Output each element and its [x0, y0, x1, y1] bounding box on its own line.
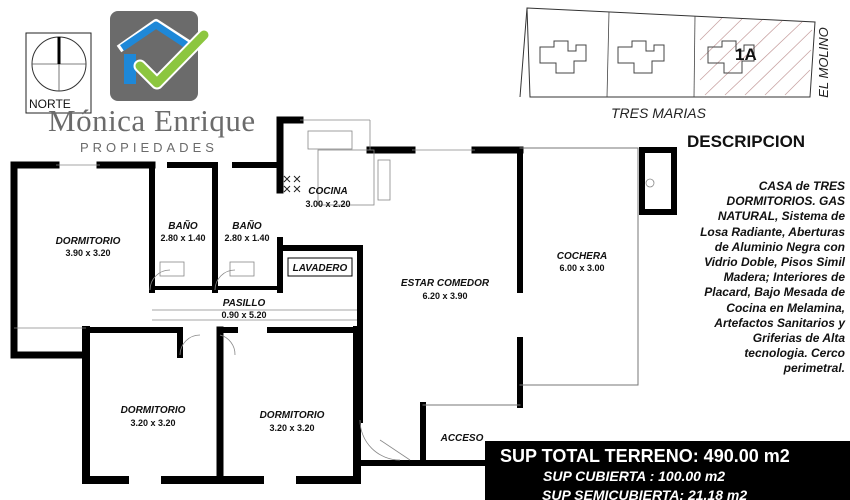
room-estar-comedor-name: ESTAR COMEDOR: [401, 278, 490, 289]
hatched-lot-1a: [699, 17, 813, 96]
street-tres-marias: TRES MARIAS: [611, 105, 706, 121]
room-dormitorio-3-name: DORMITORIO: [260, 410, 325, 421]
room-bano-2-name: BAÑO: [232, 219, 262, 232]
room-bano-1-size: 2.80 x 1.40: [160, 233, 205, 243]
room-dormitorio-3-size: 3.20 x 3.20: [269, 423, 314, 433]
stove-burners-icon: [283, 175, 301, 193]
site-plan: [519, 7, 816, 98]
north-compass-icon: [25, 32, 92, 114]
brand-subtitle: PROPIEDADES: [80, 140, 218, 155]
brand-name: Mónica Enrique: [48, 103, 256, 138]
total-cubierta: SUP CUBIERTA : 100.00 m2: [543, 468, 726, 484]
lot-label: 1A: [735, 45, 757, 64]
room-bano-1-name: BAÑO: [168, 219, 198, 232]
street-el-molino: EL MOLINO: [815, 27, 831, 98]
surface-totals-box: SUP TOTAL TERRENO: 490.00 m2 SUP CUBIERT…: [485, 441, 850, 500]
description-text: CASA de TRES DORMITORIOS. GAS NATURAL, S…: [700, 179, 845, 376]
room-pasillo-size: 0.90 x 5.20: [221, 310, 266, 320]
lot-house-outline: [539, 40, 755, 74]
room-estar-comedor-size: 6.20 x 3.90: [422, 291, 467, 301]
doors-and-windows: [14, 119, 655, 461]
room-dormitorio-1-name: DORMITORIO: [56, 236, 121, 247]
room-lavadero-name: LAVADERO: [293, 263, 348, 274]
room-cocina-size: 3.00 x 2.20: [305, 199, 350, 209]
room-dormitorio-2-name: DORMITORIO: [121, 405, 186, 416]
north-label: NORTE: [29, 97, 71, 111]
room-cochera-size: 6.00 x 3.00: [559, 263, 604, 273]
room-cochera-name: COCHERA: [557, 251, 608, 262]
room-cocina-name: COCINA: [308, 186, 347, 197]
room-acceso-name: ACCESO: [440, 433, 484, 444]
house-check-logo-icon: [110, 11, 211, 101]
total-semicubierta: SUP SEMICUBIERTA: 21.18 m2: [542, 487, 748, 500]
room-pasillo-name: PASILLO: [223, 298, 266, 309]
walls: [10, 116, 677, 484]
description-title: DESCRIPCION: [687, 132, 806, 151]
room-bano-2-size: 2.80 x 1.40: [224, 233, 269, 243]
room-dormitorio-2-size: 3.20 x 3.20: [130, 418, 175, 428]
total-terreno: SUP TOTAL TERRENO: 490.00 m2: [500, 446, 790, 466]
room-dormitorio-1-size: 3.90 x 3.20: [65, 248, 110, 258]
